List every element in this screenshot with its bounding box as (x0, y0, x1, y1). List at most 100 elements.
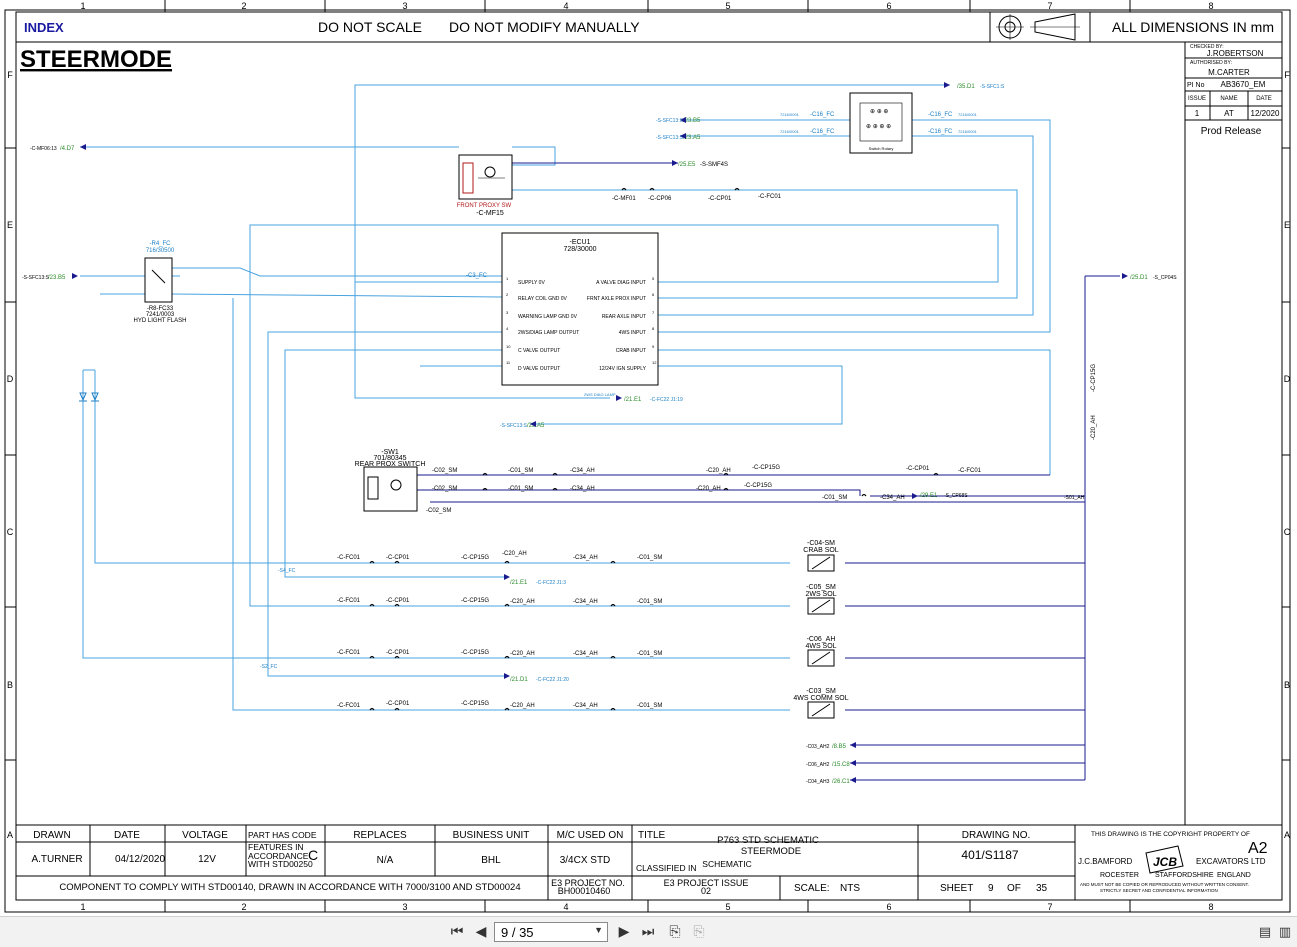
rear-prox-ref: -SW1 (381, 449, 399, 456)
drawn-date: 04/12/2020 (115, 854, 165, 865)
ref-label: -C-CP01 (386, 598, 410, 604)
ref-target[interactable]: /35.D1 (957, 84, 975, 90)
ref-target[interactable]: /21.E1 (510, 580, 528, 586)
ref-label: -C34_AH (573, 703, 598, 709)
solenoid-4ws-comm: -C03_SM 4WS COMM SOL (793, 688, 849, 719)
ref-label: -C01_SM (508, 486, 533, 492)
ref-label: -C01_SM (637, 703, 662, 709)
ref-target[interactable]: /4.D7 (60, 146, 75, 152)
go-back-icon[interactable]: ⎘ (669, 924, 681, 940)
issue-name: AT (1224, 109, 1234, 118)
ref-label: -C-CP15G (744, 483, 772, 489)
drawno-header: DRAWING NO. (962, 830, 1031, 841)
sol-ref: -C05_SM (806, 584, 836, 591)
col-label: 2 (241, 902, 246, 912)
arrow-icons (72, 82, 1128, 783)
ref-label: -C16_FC (928, 129, 953, 135)
pi-label: PI No (1187, 82, 1205, 89)
ref-label: -C16_FC (928, 112, 953, 118)
row-label: A (7, 830, 13, 840)
ref-label: -C06_AH2 (806, 762, 830, 768)
col-label: 6 (886, 902, 891, 912)
ref-target[interactable]: /25.E5 (678, 162, 696, 168)
ecu-pin-number: 11 (506, 360, 511, 365)
ref-target[interactable]: /23.B5 (683, 118, 701, 124)
drawing-number: 401/S1187 (961, 848, 1018, 862)
page-select[interactable]: 9 / 35 ▼ (494, 922, 608, 942)
row-label: C (7, 527, 14, 537)
col-label: 8 (1208, 902, 1213, 912)
col-label: 2 (241, 1, 246, 11)
ref-label: -C20_AH (502, 551, 527, 557)
ref-label: -C02_SM (432, 486, 457, 492)
ref-label: -C-CP15G (461, 701, 489, 707)
e3-number: BH00010460 (558, 886, 611, 896)
ref-target[interactable]: /23.B5 (48, 275, 66, 281)
ref-target[interactable]: /15.C8 (832, 762, 850, 768)
e3-issue-header: E3 PROJECT ISSUE (664, 878, 749, 888)
col-label: 4 (563, 1, 568, 11)
ref-label: -C03_AH2 (806, 744, 830, 750)
single-page-view-icon[interactable]: ▤ (1258, 924, 1272, 940)
last-page-icon[interactable]: ⏭ (641, 924, 655, 940)
ref-label: -S_CP68S (944, 493, 968, 499)
row-label: C (1284, 527, 1291, 537)
ecu-pin-label: 12/24V IGN SUPPLY (599, 366, 647, 372)
ref-label: -C-CP15G (752, 465, 780, 471)
front-prox-switch: FRONT PROXY SW -C-MF15 (457, 154, 513, 217)
ref-target[interactable]: /25.D1 (1130, 275, 1148, 281)
issue-date: 12/2020 (1251, 109, 1280, 118)
page-navigation-bar: ⏮ ◀ 9 / 35 ▼ ▶ ⏭ ⎘ ⎘ ▤ ▥ (0, 916, 1297, 947)
ref-target[interactable]: /29.E1 (920, 493, 938, 499)
checked-by: J.ROBERTSON (1207, 49, 1264, 58)
machine-used: 3/4CX STD (560, 855, 611, 866)
ref-target[interactable]: /21.D1 (510, 677, 528, 683)
authorised-label: AUTHORISED BY: (1190, 60, 1232, 66)
ref-target[interactable]: /26.C1 (832, 779, 850, 785)
next-page-icon[interactable]: ▶ (618, 924, 630, 940)
sol-ref: -C04-SM (807, 540, 835, 547)
col-label: 4 (563, 902, 568, 912)
row-label: A (1284, 830, 1290, 840)
pi-number: AB3670_EM (1221, 80, 1266, 89)
first-page-icon[interactable]: ⏮ (450, 924, 464, 940)
title-block: DRAWN DATE VOLTAGE PART HAS CODE REPLACE… (16, 824, 1282, 900)
drawing-title-2: STEERMODE (741, 846, 801, 857)
part-code: C (308, 847, 318, 863)
page-title: STEERMODE (20, 46, 172, 73)
previous-page-icon[interactable]: ◀ (475, 924, 487, 940)
row-label: B (1284, 680, 1290, 690)
ref-target[interactable]: /23.A5 (527, 423, 545, 429)
ref-label: -C-FC01 (958, 468, 982, 474)
address-2: STAFFORDSHIRE (1155, 872, 1214, 879)
ref-label: -C-CP01 (708, 196, 732, 202)
ref-label: -C-MF06:13 (30, 146, 57, 152)
ref-label: 7216/0001 (958, 112, 978, 117)
confidential-notice: STRICTLY SECRET AND CONFIDENTIAL INFORMA… (1100, 888, 1218, 893)
col-label: 3 (402, 1, 407, 11)
ref-target[interactable]: /8.B5 (832, 744, 847, 750)
ecu-part: 728/30000 (563, 246, 596, 253)
ref-label: -C20_AH (510, 651, 535, 657)
ref-label: -C-CP15G (1091, 364, 1097, 392)
svg-text:⊕ ⊕ ⊕: ⊕ ⊕ ⊕ (870, 109, 888, 115)
flash-part-top: 716/30500 (146, 248, 175, 254)
ecu-pin-label: RELAY COIL GND 0V (518, 296, 567, 302)
approval-block: CHECKED BY: J.ROBERTSON AUTHORISED BY: M… (1184, 41, 1283, 825)
ref-target[interactable]: /21.E1 (624, 397, 642, 403)
ref-target[interactable]: /23.A5 (683, 135, 701, 141)
continuous-view-icon[interactable]: ▥ (1278, 924, 1292, 940)
col-label: 7 (1047, 902, 1052, 912)
ref-label: -S01_AH (1064, 495, 1085, 501)
ref-label: -C34_AH (880, 495, 905, 501)
title-header: TITLE (638, 830, 666, 841)
ref-label: -S-SFC13:S (22, 275, 50, 281)
index-link[interactable]: INDEX (24, 20, 64, 35)
row-label: E (1284, 220, 1290, 230)
ref-label: -C02_SM (432, 468, 457, 474)
row-label: F (1284, 70, 1290, 80)
wiring-navy (417, 162, 1120, 781)
go-forward-icon[interactable]: ⎘ (693, 924, 705, 940)
sheet-size: A2 (1248, 840, 1268, 857)
rear-prox-switch: -SW1 701/80345 REAR PROX SWITCH (355, 449, 425, 512)
